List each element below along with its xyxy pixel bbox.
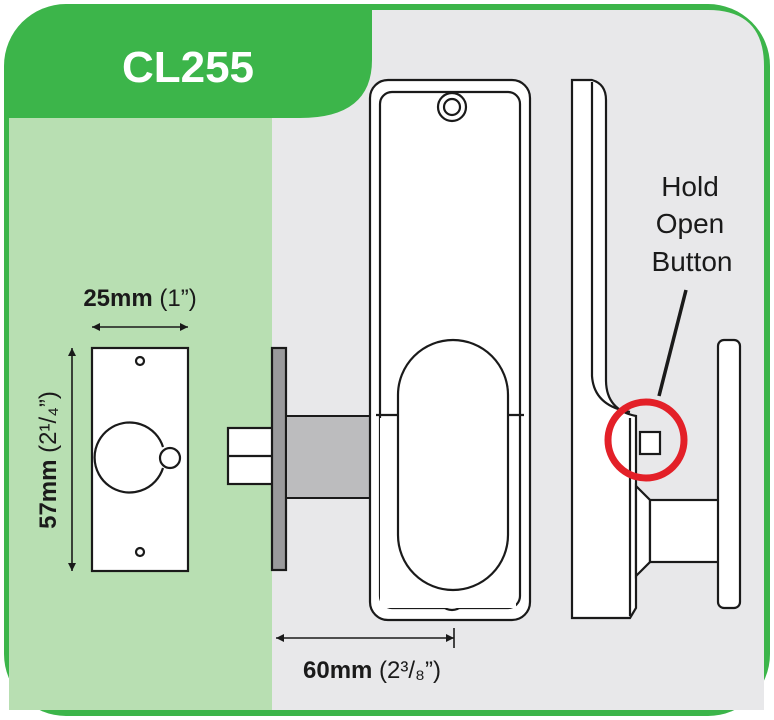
- height-mm: 57mm: [35, 460, 62, 529]
- svg-text:25mm (1”): 25mm (1”): [83, 285, 196, 312]
- svg-text:60mm (2³/₈”): 60mm (2³/₈”): [303, 657, 441, 684]
- callout-line1: Hold: [661, 171, 719, 202]
- backset-inch: (2³/₈”): [379, 657, 441, 684]
- keypad-body: [368, 78, 532, 622]
- strike-plate: [90, 346, 190, 573]
- rear-unit-profile: [570, 78, 742, 620]
- backset-mm: 60mm: [303, 657, 372, 684]
- svg-text:Button: Button: [652, 246, 733, 277]
- svg-text:Open: Open: [656, 208, 725, 239]
- callout-line3: Button: [652, 246, 733, 277]
- width-inch: (1”): [159, 285, 196, 312]
- highlight-circle: [604, 398, 688, 482]
- svg-text:Hold: Hold: [661, 171, 719, 202]
- width-mm: 25mm: [83, 285, 152, 312]
- svg-text:57mm (2¹/₄”): 57mm (2¹/₄”): [35, 391, 62, 529]
- callout-line: [657, 289, 688, 397]
- model-title: CL255: [122, 43, 254, 92]
- callout-line2: Open: [656, 208, 725, 239]
- height-inch: (2¹/₄”): [35, 391, 62, 453]
